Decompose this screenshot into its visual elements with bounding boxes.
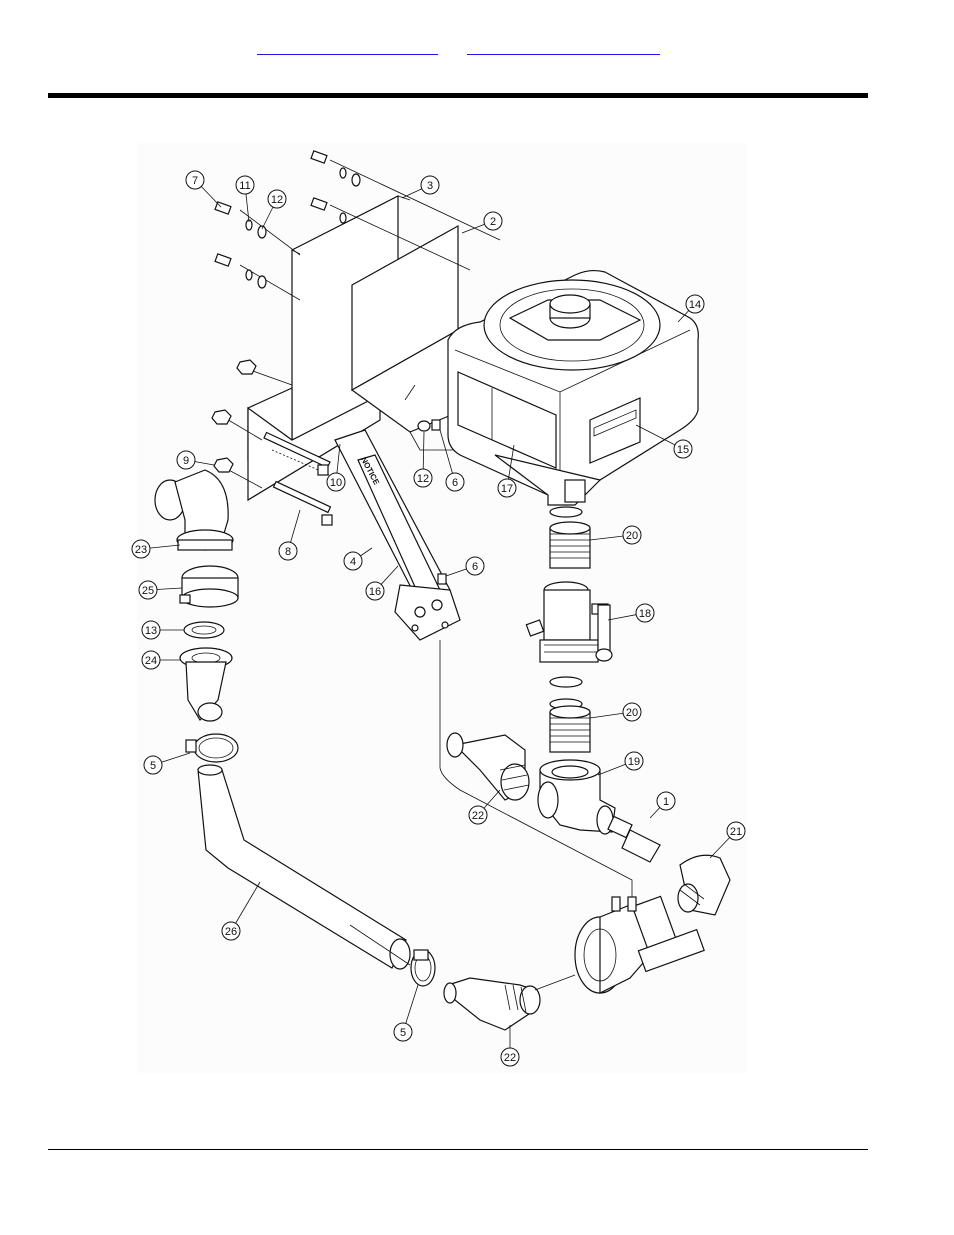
callout-circle-c25	[138, 580, 158, 600]
nav-link-right[interactable]	[467, 40, 660, 55]
callout-label-c23: 23	[135, 544, 147, 556]
callout-label-c6a: 6	[452, 477, 458, 489]
callout-circle-c15	[673, 439, 693, 459]
nipple-20-top	[549, 506, 591, 569]
callout-circle-c10	[326, 472, 346, 492]
callout-label-c12b: 12	[417, 473, 429, 485]
elbow-22-bottom	[443, 977, 541, 1031]
callout-label-c11: 11	[239, 180, 250, 192]
nuts-left	[211, 359, 257, 473]
hose-clamp-5-bottom	[410, 949, 436, 987]
callout-circle-c6a	[445, 472, 465, 492]
callout-circle-c7	[185, 170, 205, 190]
callout-circle-c1	[656, 791, 676, 811]
callout-circle-c12a	[267, 189, 287, 209]
footer-rule	[48, 1149, 868, 1150]
callout-circle-c16	[365, 581, 385, 601]
callout-label-c4: 4	[350, 556, 356, 568]
carriage-bolts-8	[263, 431, 333, 526]
callout-label-c24: 24	[145, 655, 157, 667]
callout-circle-c21	[726, 821, 746, 841]
callout-circle-c12b	[413, 468, 433, 488]
callout-circle-c23	[131, 539, 151, 559]
callout-label-c5b: 5	[400, 1027, 406, 1039]
callout-label-c21: 21	[730, 826, 742, 838]
callout-label-c1: 1	[663, 796, 669, 808]
callout-circle-c13	[141, 620, 161, 640]
callout-circle-c20a	[622, 525, 642, 545]
callout-label-c9: 9	[183, 455, 189, 467]
callout-circle-c3	[420, 175, 440, 195]
nipple-20-bottom	[549, 698, 591, 753]
callout-circle-c2	[483, 211, 503, 231]
hose-barb-1	[607, 815, 661, 863]
callout-label-c19: 19	[628, 756, 640, 768]
callout-label-c20b: 20	[626, 707, 638, 719]
decal-17	[457, 371, 557, 469]
callout-label-c6b: 6	[472, 561, 478, 573]
tee-19	[537, 759, 616, 835]
callout-circle-c17	[497, 478, 517, 498]
callout-label-c14: 14	[689, 299, 701, 311]
callout-label-c15: 15	[677, 444, 689, 456]
screws-6	[417, 419, 447, 585]
callout-label-c22b: 22	[504, 1052, 516, 1064]
callout-label-c18: 18	[639, 608, 651, 620]
callout-label-c16: 16	[369, 586, 381, 598]
callout-circle-c26	[221, 921, 241, 941]
callout-circle-c11	[235, 175, 255, 195]
callout-label-c22a: 22	[472, 810, 484, 822]
elbow-21	[677, 854, 731, 916]
hose-clamp-5-top	[185, 733, 239, 763]
nav-link-left[interactable]	[257, 40, 438, 55]
callout-label-c26: 26	[225, 926, 237, 938]
callout-label-c5a: 5	[150, 760, 156, 772]
callout-label-c3: 3	[427, 180, 433, 192]
union-valve-assembly	[574, 895, 705, 994]
callout-label-c12a: 12	[271, 194, 283, 206]
ball-valve-18	[525, 581, 613, 688]
callout-circle-c24	[141, 650, 161, 670]
callout-circle-c20b	[622, 702, 642, 722]
decal-15	[589, 397, 641, 464]
callout-label-c17: 17	[501, 483, 513, 495]
callout-label-c20a: 20	[626, 530, 638, 542]
callout-label-c8: 8	[285, 546, 291, 558]
callout-label-c2: 2	[490, 216, 496, 228]
callout-circle-c18	[635, 603, 655, 623]
callout-label-c13: 13	[145, 625, 157, 637]
decal-bracket-4: NOTICE	[334, 429, 461, 641]
callout-circle-c8	[278, 541, 298, 561]
adapter-24	[179, 647, 233, 722]
callout-circle-c5a	[143, 755, 163, 775]
elbow-23	[154, 469, 234, 551]
header-rule	[48, 93, 868, 98]
callout-circle-c14	[685, 294, 705, 314]
callout-circle-c19	[624, 751, 644, 771]
gasket-13	[183, 621, 225, 639]
callout-label-c25: 25	[142, 585, 154, 597]
callout-circle-c6b	[465, 556, 485, 576]
callout-group: 1234556678910111212131415161718192020212…	[131, 170, 746, 1067]
callout-label-c7: 7	[192, 175, 198, 187]
callout-circle-c22a	[468, 805, 488, 825]
elbow-22-top	[446, 732, 530, 801]
callout-circle-c4	[343, 551, 363, 571]
callout-label-c10: 10	[330, 477, 342, 489]
callout-circle-c9	[176, 450, 196, 470]
callout-circle-c5b	[393, 1022, 413, 1042]
coupler-25	[179, 565, 239, 608]
callout-circle-c22b	[500, 1047, 520, 1067]
